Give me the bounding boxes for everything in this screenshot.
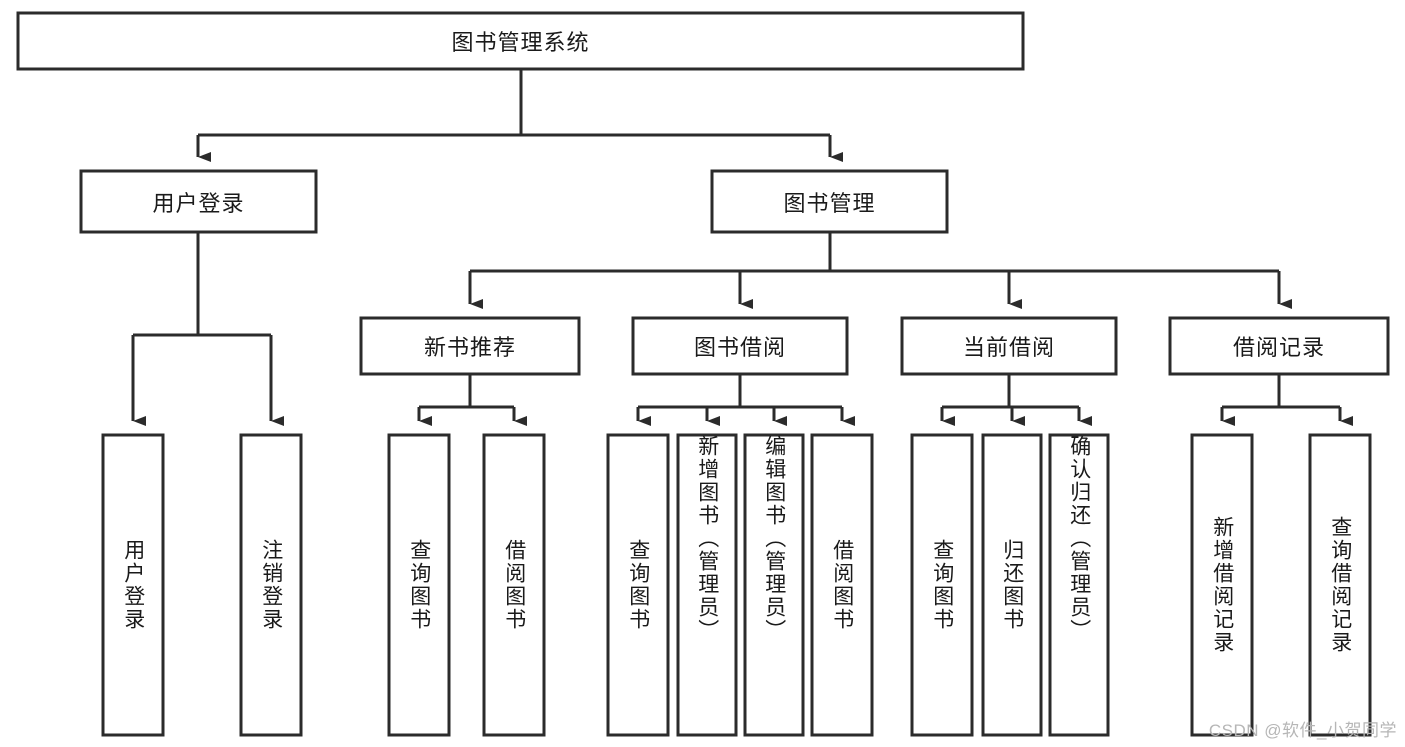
- node-box-bb-query-book[interactable]: [606, 433, 670, 737]
- node-box-bb-edit-book[interactable]: [743, 433, 805, 737]
- node-box-user-logout[interactable]: [239, 433, 303, 737]
- node-box-br-query-record[interactable]: [1308, 433, 1372, 737]
- node-box-layer: [16, 11, 1390, 737]
- node-box-user-login-do[interactable]: [101, 433, 165, 737]
- node-box-new-book-recommend[interactable]: [359, 316, 581, 376]
- node-box-nbr-borrow-book[interactable]: [482, 433, 546, 737]
- node-box-bb-borrow-book[interactable]: [810, 433, 874, 737]
- connector-layer: [131, 69, 1353, 426]
- node-box-cb-return-book[interactable]: [981, 433, 1043, 737]
- node-box-nbr-query-book[interactable]: [387, 433, 451, 737]
- node-box-root[interactable]: [16, 11, 1025, 71]
- node-box-bb-add-book[interactable]: [676, 433, 738, 737]
- node-box-borrow-record[interactable]: [1168, 316, 1390, 376]
- csdn-watermark: CSDN @软件_小贺同学: [1208, 721, 1397, 740]
- node-box-user-login[interactable]: [79, 169, 318, 234]
- node-box-br-add-record[interactable]: [1190, 433, 1254, 737]
- node-box-book-borrow[interactable]: [631, 316, 849, 376]
- node-box-current-borrow[interactable]: [900, 316, 1118, 376]
- node-box-cb-query-book[interactable]: [910, 433, 974, 737]
- node-box-book-manage[interactable]: [710, 169, 949, 234]
- node-box-cb-confirm-return[interactable]: [1048, 433, 1110, 737]
